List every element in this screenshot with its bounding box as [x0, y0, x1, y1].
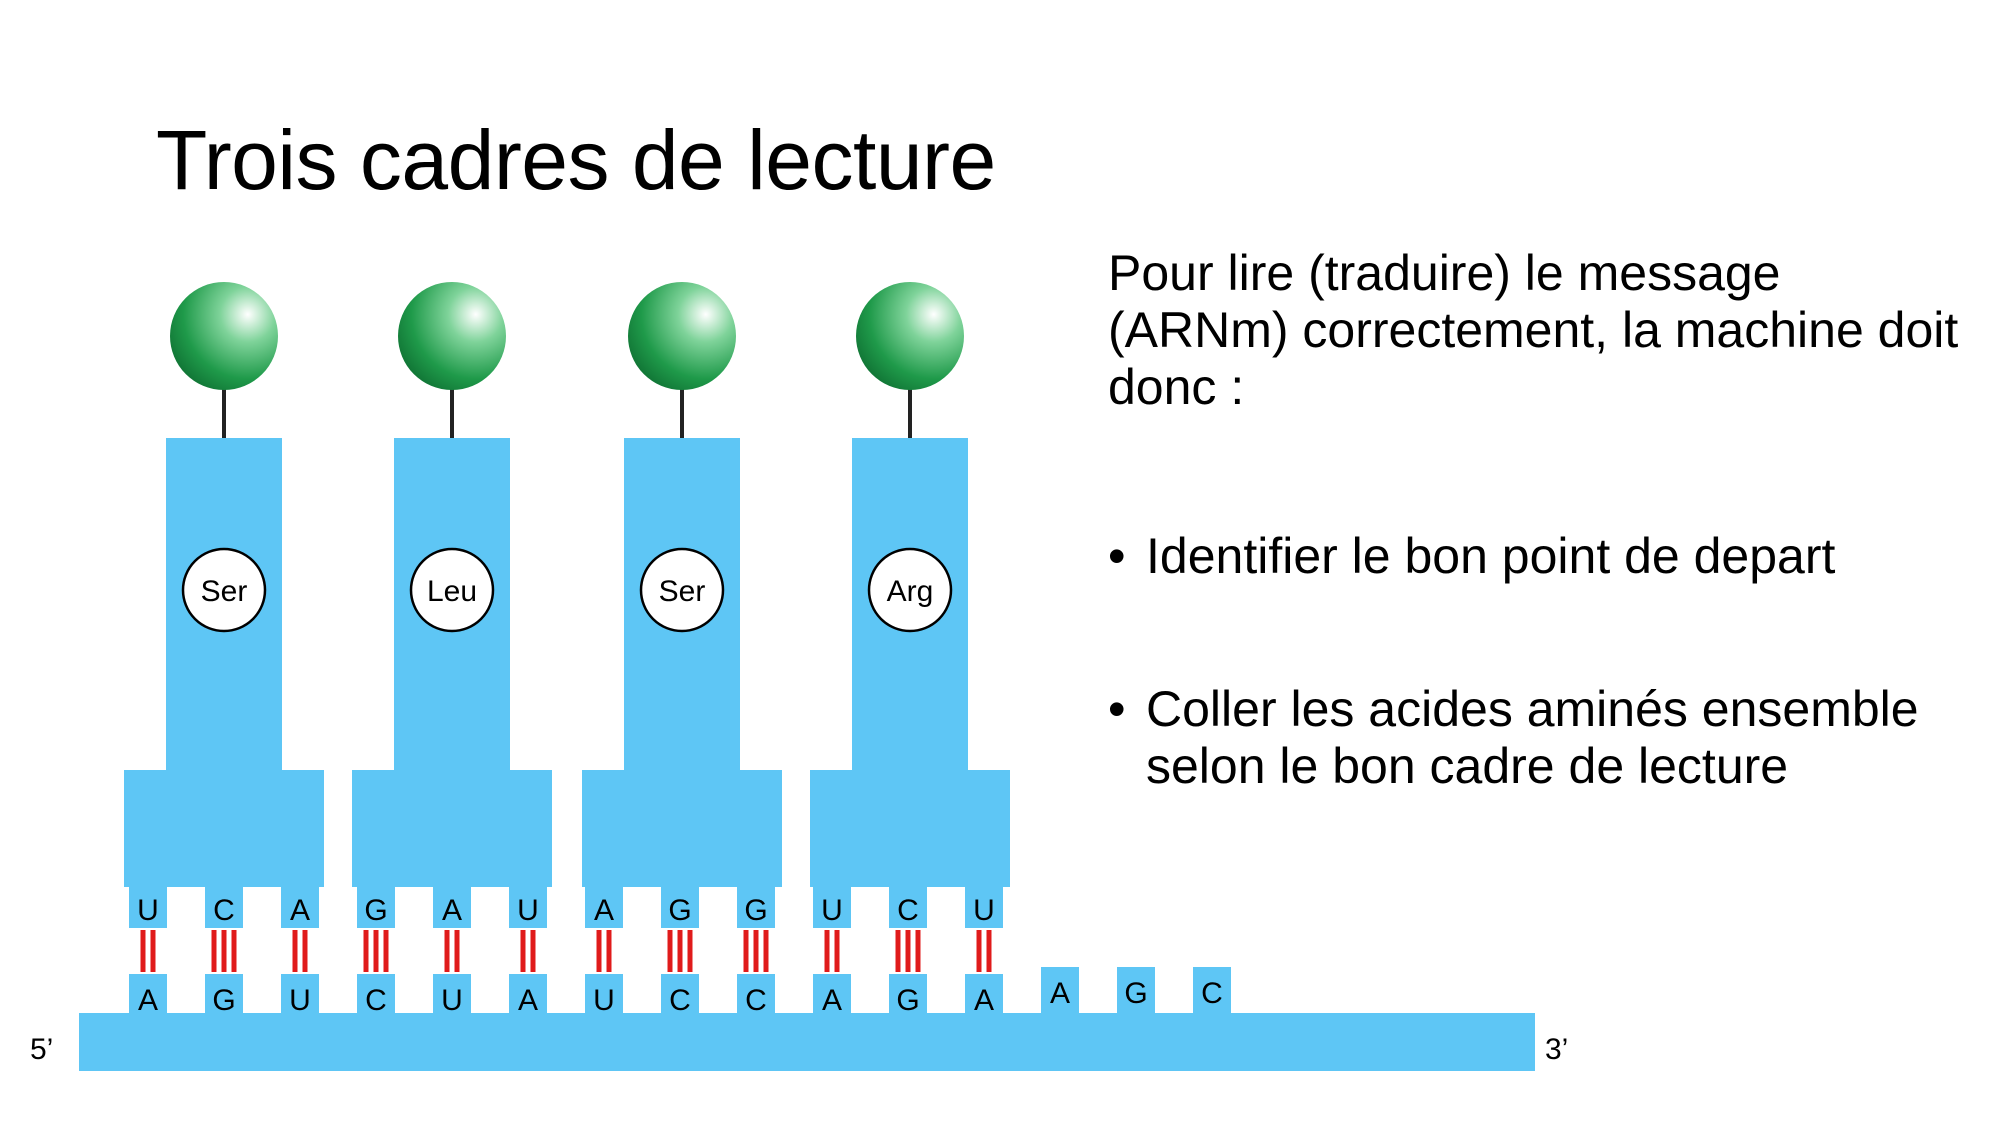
mrna-layer: 5’ 3’ A G U C U A U C C A G A A G C: [30, 967, 1568, 1071]
anticodon-base-box: [737, 880, 775, 928]
mrna-base-box: [1117, 967, 1155, 1015]
amino-acid-label: Arg: [887, 575, 934, 608]
anticodon-base-box: [585, 880, 623, 928]
mrna-base: G: [1124, 977, 1147, 1010]
mrna-base-box: [585, 974, 623, 1015]
mrna-base-box: [281, 974, 319, 1015]
mrna-base-box: [661, 974, 699, 1015]
anticodon-base: G: [744, 894, 767, 927]
amino-acid-circle: [639, 547, 725, 633]
trna-body: [352, 770, 552, 887]
anticodon-base: C: [897, 894, 919, 927]
mrna-base: C: [365, 984, 387, 1017]
anticodon-base-box: [357, 880, 395, 928]
mrna-base-box: [737, 974, 775, 1015]
mrna-base-box: [129, 974, 167, 1015]
anticodon-base: U: [517, 894, 539, 927]
bond-layer: [140, 930, 992, 972]
anticodon-base-box: [965, 880, 1003, 928]
mrna-base-box: [1041, 967, 1079, 1015]
anticodon-base: A: [290, 894, 310, 927]
amino-acid-label: Leu: [427, 575, 477, 608]
mrna-base-box: [965, 974, 1003, 1015]
mrna-base: A: [822, 984, 842, 1017]
mrna-base-box: [357, 974, 395, 1015]
amino-acid-ball: [398, 282, 506, 390]
mrna-base-box: [205, 974, 243, 1015]
amino-acid-circle: [409, 547, 495, 633]
mrna-base-box: [889, 974, 927, 1015]
slide-title: Trois cadres de lecture: [156, 113, 996, 207]
explanation-panel: Pour lire (traduire) le message (ARNm) c…: [1108, 245, 1968, 795]
mrna-base-box: [433, 974, 471, 1015]
anticodon-base-box: [205, 880, 243, 928]
anticodon-base-box: [813, 880, 851, 928]
mrna-base: G: [212, 984, 235, 1017]
anticodon-base: G: [364, 894, 387, 927]
bullet-item-reading-frame: Coller les acides aminés ensemble selon …: [1108, 681, 1968, 795]
amino-acid-ball: [170, 282, 278, 390]
anticodon-base: A: [594, 894, 614, 927]
amino-acid-circle: [181, 547, 267, 633]
anticodon-base: U: [973, 894, 995, 927]
bullet-item-start-point: Identifier le bon point de depart: [1108, 528, 1968, 585]
mrna-base: A: [974, 984, 994, 1017]
five-prime-label: 5’: [30, 1033, 53, 1066]
mrna-base-box: [509, 974, 547, 1015]
mrna-base: C: [669, 984, 691, 1017]
mrna-base: U: [289, 984, 311, 1017]
mrna-base-box: [813, 974, 851, 1015]
anticodon-base: G: [668, 894, 691, 927]
trna-body: [124, 770, 324, 887]
amino-acid-ball: [856, 282, 964, 390]
mrna-base: C: [745, 984, 767, 1017]
trna-body: [810, 770, 1010, 887]
amino-acid-label: Ser: [659, 575, 706, 608]
anticodon-base-box: [433, 880, 471, 928]
mrna-base: A: [518, 984, 538, 1017]
anticodon-base: A: [442, 894, 462, 927]
anticodon-base-box: [889, 880, 927, 928]
anticodon-base-box: [129, 880, 167, 928]
mrna-base: U: [593, 984, 615, 1017]
amino-acid-ball: [628, 282, 736, 390]
amino-acid-circle: [867, 547, 953, 633]
anticodon-base: U: [137, 894, 159, 927]
three-prime-label: 3’: [1545, 1033, 1568, 1066]
bullet-list: Identifier le bon point de depart Coller…: [1108, 528, 1968, 795]
mrna-strand: [79, 1013, 1535, 1071]
amino-acid-label: Ser: [201, 575, 248, 608]
anticodon-base: U: [821, 894, 843, 927]
mrna-base-box: [1193, 967, 1231, 1015]
mrna-base: G: [896, 984, 919, 1017]
mrna-base: C: [1201, 977, 1223, 1010]
intro-text: Pour lire (traduire) le message (ARNm) c…: [1108, 245, 1959, 415]
trna-body: [582, 770, 782, 887]
anticodon-base-box: [661, 880, 699, 928]
mrna-base: A: [1050, 977, 1070, 1010]
mrna-base: A: [138, 984, 158, 1017]
mrna-base: U: [441, 984, 463, 1017]
anticodon-base-box: [509, 880, 547, 928]
anticodon-base-box: [281, 880, 319, 928]
anticodon-base: C: [213, 894, 235, 927]
